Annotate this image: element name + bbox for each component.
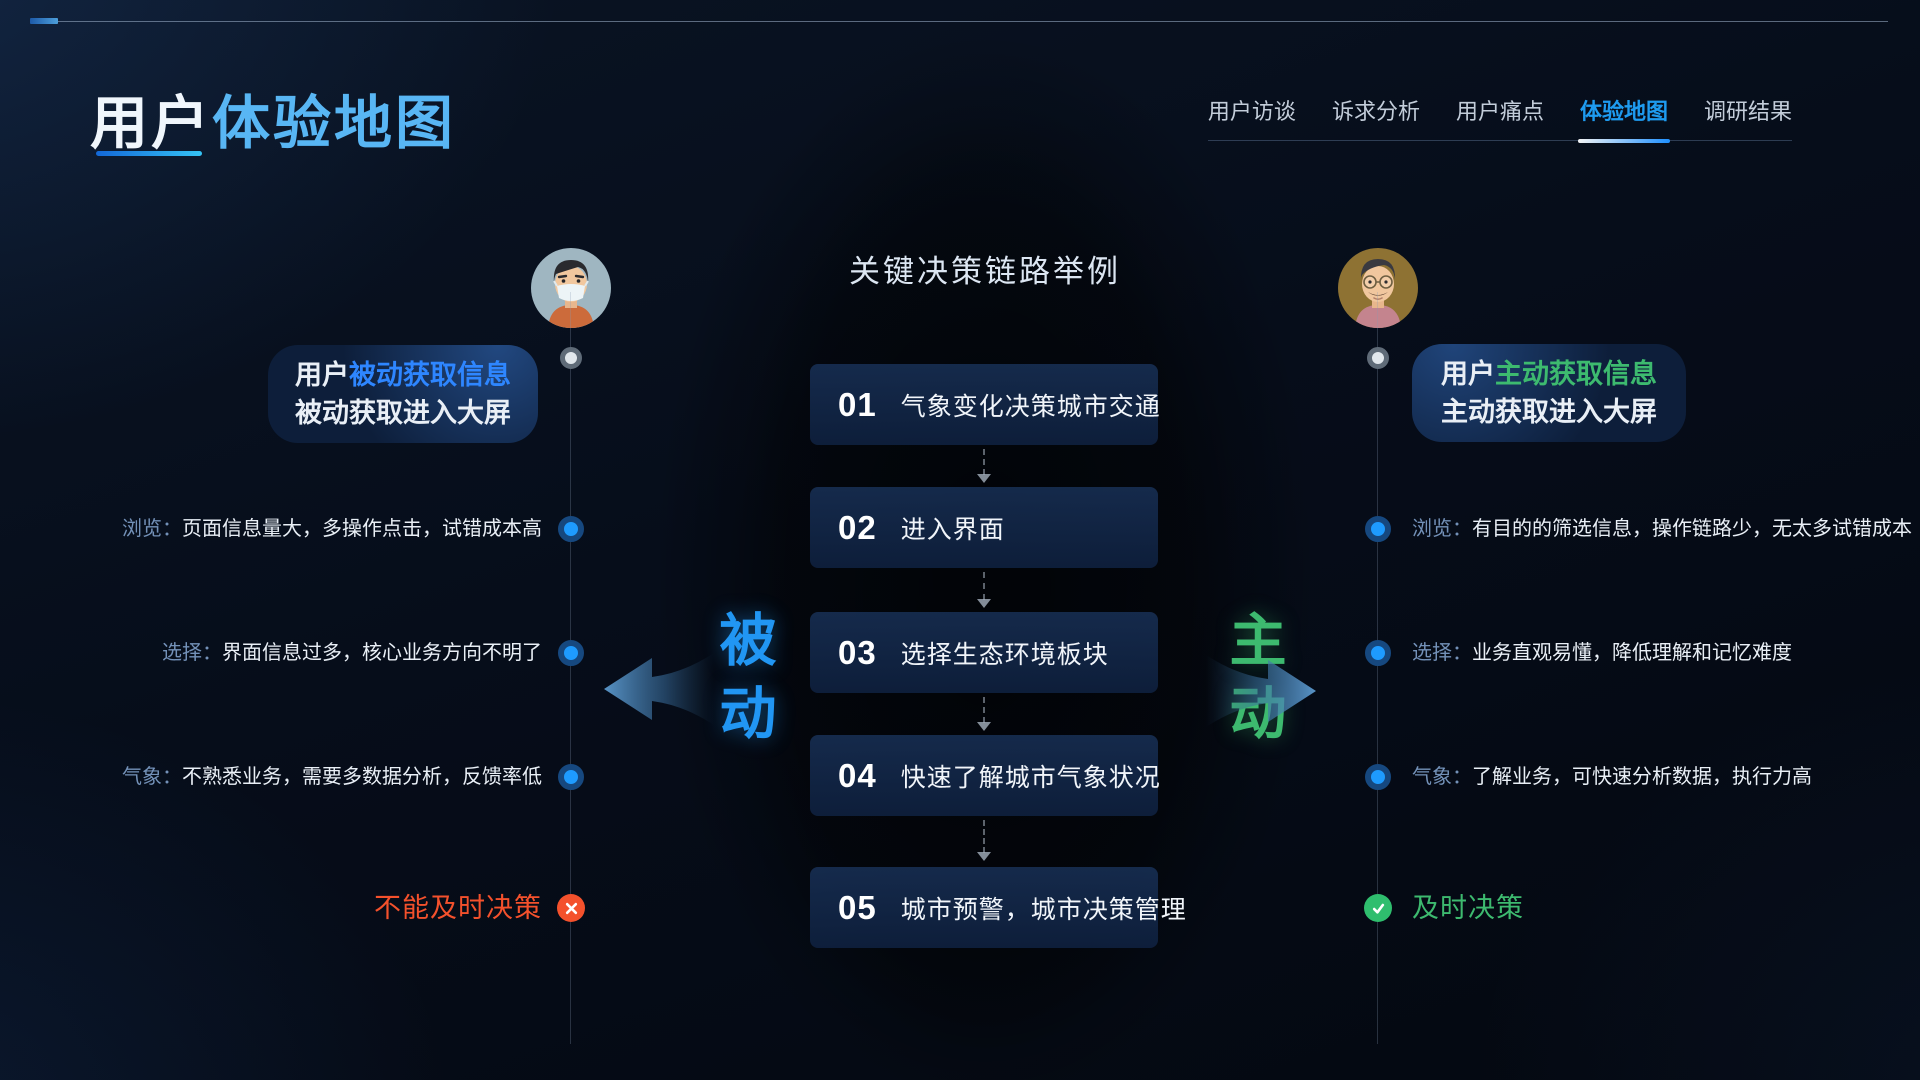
flow-connector-4-arrowhead bbox=[977, 852, 991, 861]
passive-keyword: 被动 bbox=[711, 610, 775, 756]
left-row-browse-label: 浏览： bbox=[122, 518, 182, 540]
tab-experience-map[interactable]: 体验地图 bbox=[1577, 94, 1671, 143]
flow-connector-4 bbox=[983, 820, 985, 853]
step-1-label: 气象变化决策城市交通 bbox=[900, 392, 1161, 421]
step-4-number: 04 bbox=[838, 756, 877, 794]
left-timeline-start-dot bbox=[560, 347, 582, 369]
left-row-browse: 浏览：页面信息量大，多操作点击，试错成本高 bbox=[122, 515, 542, 543]
flow-step-2: 02 进入界面 bbox=[810, 487, 1158, 568]
right-timeline-line bbox=[1377, 292, 1378, 1044]
right-row-select-label: 选择： bbox=[1412, 642, 1472, 664]
active-user-avatar bbox=[1338, 248, 1418, 328]
step-1-number: 01 bbox=[838, 385, 877, 423]
tab-demand-analysis[interactable]: 诉求分析 bbox=[1331, 99, 1420, 124]
active-card-prefix: 用户 bbox=[1441, 359, 1495, 389]
step-3-number: 03 bbox=[838, 633, 877, 671]
tab-pain-points[interactable]: 用户痛点 bbox=[1455, 99, 1544, 124]
passive-user-card: 用户被动获取信息 被动获取进入大屏 bbox=[268, 345, 538, 443]
left-dot-browse bbox=[558, 516, 584, 542]
active-card-highlight: 主动获取信息 bbox=[1495, 359, 1657, 389]
flow-step-5: 05 城市预警，城市决策管理 bbox=[810, 867, 1186, 948]
flow-connector-2-arrowhead bbox=[977, 599, 991, 608]
right-row-browse-text: 有目的的筛选信息，操作链路少，无太多试错成本 bbox=[1472, 518, 1912, 540]
active-result-text: 及时决策 bbox=[1412, 893, 1524, 923]
page-title-underline bbox=[96, 151, 202, 156]
passive-result-text: 不能及时决策 bbox=[374, 893, 542, 923]
top-divider-line bbox=[30, 21, 1888, 22]
cross-icon bbox=[557, 894, 585, 922]
flow-step-3: 03 选择生态环境板块 bbox=[810, 612, 1158, 693]
mustache-person-icon bbox=[1355, 259, 1401, 328]
right-row-weather-label: 气象： bbox=[1412, 766, 1472, 788]
step-5-label: 城市预警，城市决策管理 bbox=[900, 895, 1187, 924]
left-row-select-label: 选择： bbox=[162, 642, 222, 664]
passive-card-line1: 用户被动获取信息 bbox=[295, 356, 511, 394]
step-5-number: 05 bbox=[838, 888, 877, 926]
passive-card-highlight: 被动获取信息 bbox=[349, 360, 511, 390]
active-card-line2: 主动获取进入大屏 bbox=[1441, 397, 1657, 427]
flow-connector-3-arrowhead bbox=[977, 722, 991, 731]
flow-heading: 关键决策链路举例 bbox=[849, 254, 1121, 289]
left-dot-weather bbox=[558, 764, 584, 790]
right-timeline-start-dot bbox=[1367, 347, 1389, 369]
step-2-number: 02 bbox=[838, 508, 877, 546]
flow-connector-3 bbox=[983, 697, 985, 723]
page-title: 用户体验地图 bbox=[90, 76, 456, 160]
right-row-select: 选择：业务直观易懂，降低理解和记忆难度 bbox=[1412, 639, 1792, 667]
left-row-select-text: 界面信息过多，核心业务方向不明了 bbox=[222, 642, 542, 664]
left-row-browse-text: 页面信息量大，多操作点击，试错成本高 bbox=[182, 518, 542, 540]
flow-connector-1-arrowhead bbox=[977, 474, 991, 483]
flow-connector-1 bbox=[983, 449, 985, 475]
right-dot-weather bbox=[1365, 764, 1391, 790]
right-row-weather: 气象：了解业务，可快速分析数据，执行力高 bbox=[1412, 763, 1812, 791]
left-arrow-icon bbox=[604, 653, 714, 725]
right-dot-browse bbox=[1365, 516, 1391, 542]
top-divider-accent bbox=[30, 18, 58, 24]
left-timeline-line bbox=[570, 292, 571, 1044]
right-row-browse-label: 浏览： bbox=[1412, 518, 1472, 540]
left-dot-select bbox=[558, 640, 584, 666]
step-3-label: 选择生态环境板块 bbox=[900, 640, 1109, 669]
flow-connector-2 bbox=[983, 572, 985, 600]
right-row-weather-text: 了解业务，可快速分析数据，执行力高 bbox=[1472, 766, 1812, 788]
left-row-weather-label: 气象： bbox=[122, 766, 182, 788]
tab-user-interview[interactable]: 用户访谈 bbox=[1207, 99, 1296, 124]
right-row-select-text: 业务直观易懂，降低理解和记忆难度 bbox=[1472, 642, 1792, 664]
passive-card-line2: 被动获取进入大屏 bbox=[295, 398, 511, 428]
passive-card-prefix: 用户 bbox=[295, 360, 349, 390]
flow-step-4: 04 快速了解城市气象状况 bbox=[810, 735, 1161, 816]
right-row-browse: 浏览：有目的的筛选信息，操作链路少，无太多试错成本 bbox=[1412, 515, 1912, 543]
passive-user-avatar bbox=[531, 248, 611, 328]
right-arrow-icon bbox=[1206, 655, 1316, 727]
step-4-label: 快速了解城市气象状况 bbox=[900, 763, 1161, 792]
check-icon bbox=[1364, 894, 1392, 922]
step-2-label: 进入界面 bbox=[900, 515, 1005, 544]
left-row-weather-text: 不熟悉业务，需要多数据分析，反馈率低 bbox=[182, 766, 542, 788]
left-row-weather: 气象：不熟悉业务，需要多数据分析，反馈率低 bbox=[122, 763, 542, 791]
left-row-select: 选择：界面信息过多，核心业务方向不明了 bbox=[162, 639, 542, 667]
page-title-primary: 用户 bbox=[90, 91, 213, 156]
top-nav: 用户访谈 诉求分析 用户痛点 体验地图 调研结果 bbox=[1207, 94, 1792, 143]
right-dot-select bbox=[1365, 640, 1391, 666]
masked-person-icon bbox=[548, 260, 594, 328]
active-user-card: 用户主动获取信息 主动获取进入大屏 bbox=[1412, 344, 1686, 442]
active-card-line1: 用户主动获取信息 bbox=[1441, 355, 1657, 393]
flow-step-1: 01 气象变化决策城市交通 bbox=[810, 364, 1161, 445]
tab-research-results[interactable]: 调研结果 bbox=[1703, 99, 1792, 124]
page-title-accent: 体验地图 bbox=[212, 91, 457, 156]
